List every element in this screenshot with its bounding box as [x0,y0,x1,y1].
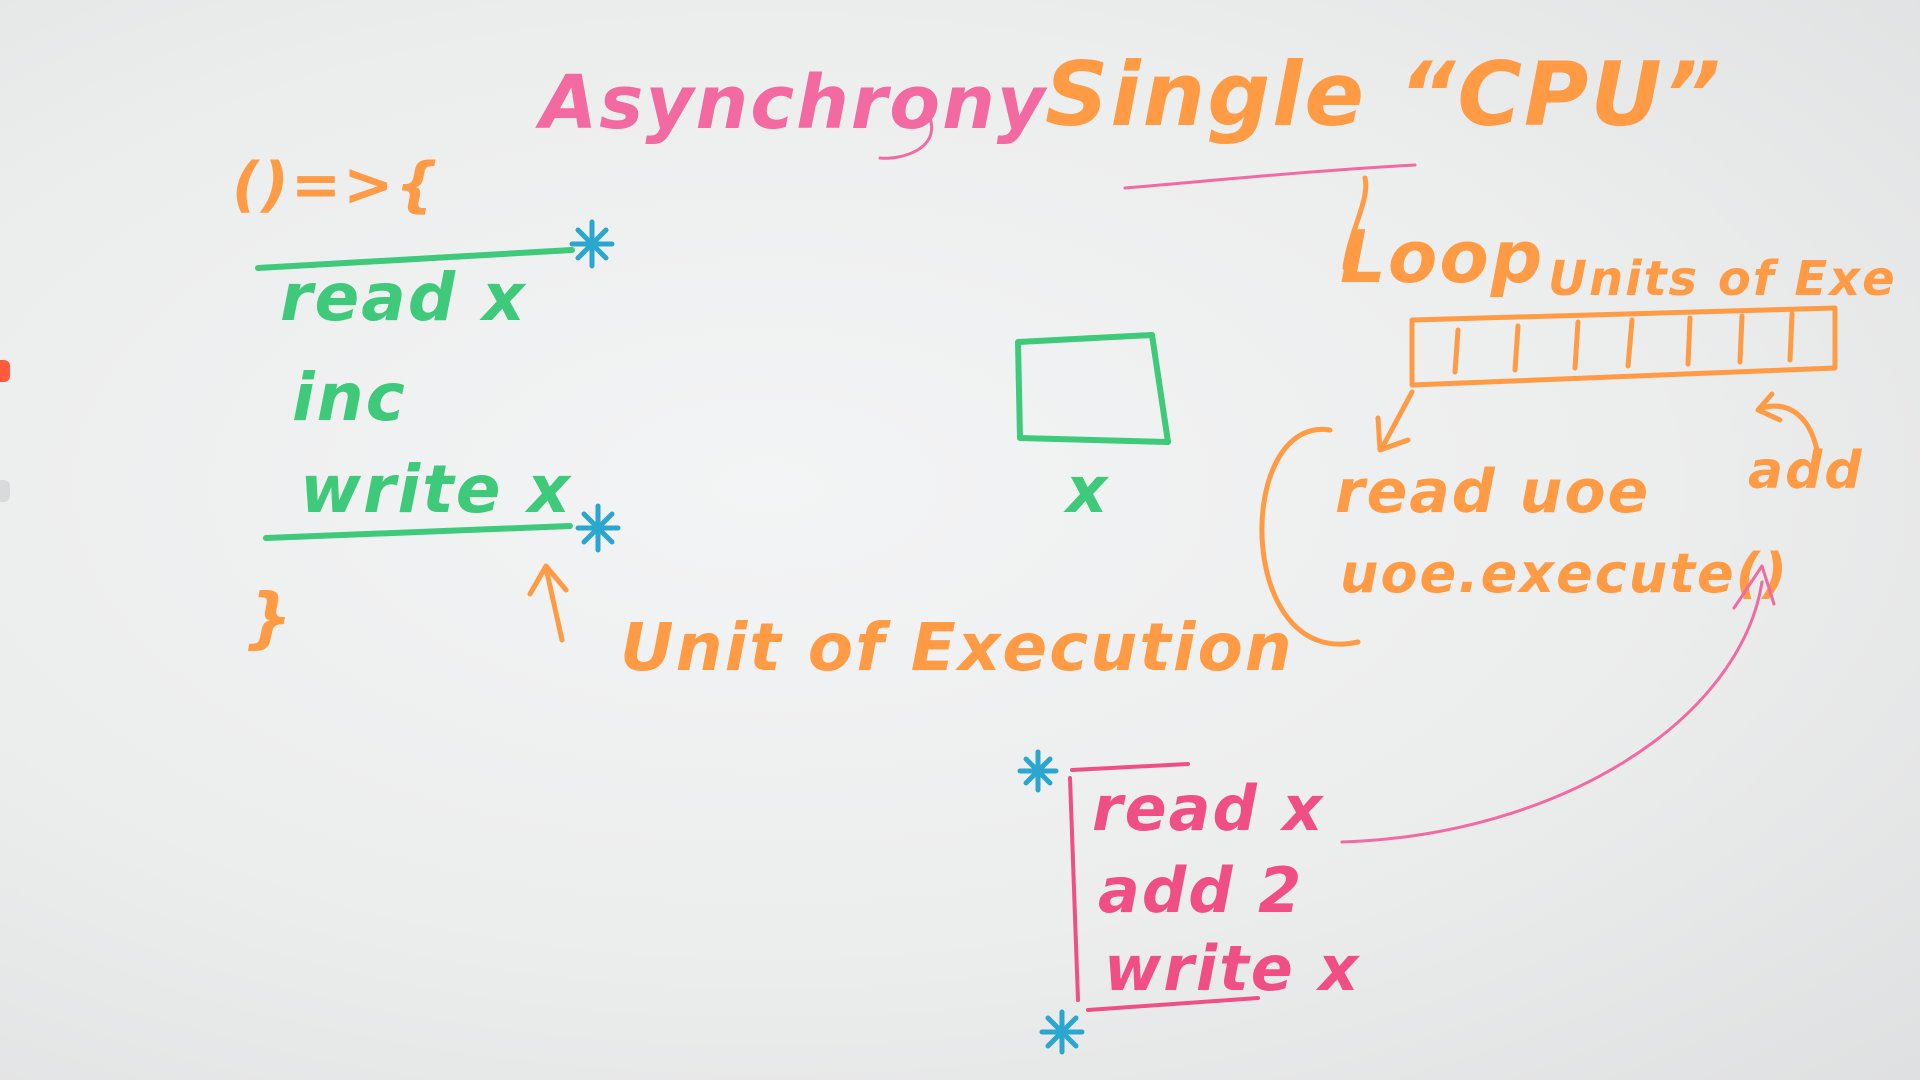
enqueue-curve [1340,580,1764,844]
code-line-3: write x [300,451,572,528]
title-tail-stroke [878,116,934,160]
asterisk-bottom-block-top [1017,749,1059,793]
loop-connector [1342,175,1369,271]
add-label: add [1748,441,1864,501]
block-bottom-line [263,523,573,541]
bottom-line-3: write x [1104,932,1360,1005]
heading-underline [1123,163,1417,190]
bottom-block-bracket [1068,776,1080,1002]
memory-box-label: x [1063,454,1109,528]
white-marker-tip [0,480,10,502]
memory-box [1015,332,1171,445]
execution-queue [1409,305,1838,388]
bottom-line-1: read x [1092,772,1324,845]
up-arrow-icon [527,563,569,643]
bottom-block-top-line [1070,762,1190,772]
asterisk-bottom-left [575,503,621,553]
dequeue-arrow-icon [1375,389,1415,453]
enqueue-arrow-icon [1755,391,1821,459]
code-line-1: read x [280,259,527,336]
loop-paren [1259,427,1361,647]
loop-body-line-1: read uoe [1335,457,1650,527]
heading-single-cpu: Single “CPU” [1045,43,1723,146]
function-close: } [245,579,294,656]
asterisk-top-left [569,219,615,269]
bottom-block-bottom-line [1086,996,1260,1012]
queue-label: Units of Exe [1548,251,1897,307]
orange-marker-tip [0,360,10,382]
block-top-line [255,247,575,271]
loop-label: Loop [1340,215,1544,299]
curve-arrowhead-icon [1732,564,1776,610]
loop-body-line-2: uoe.execute() [1340,542,1789,605]
unit-of-execution-label: Unit of Execution [620,609,1294,686]
function-open: ()=>{ [232,150,440,220]
title-asynchrony: Asynchrony [535,60,1048,146]
asterisk-bottom-block-bottom [1039,1009,1085,1055]
bottom-line-2: add 2 [1098,854,1303,927]
code-line-2: inc [292,359,407,436]
